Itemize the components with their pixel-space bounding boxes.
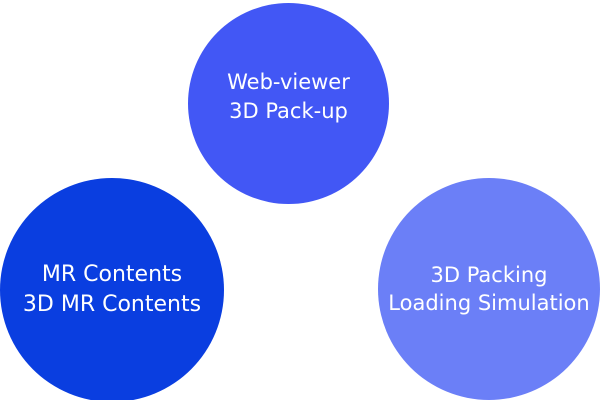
mr-contents-title: MR Contents xyxy=(41,262,183,288)
3d-packing-title: 3D Packing xyxy=(430,262,548,287)
web-viewer-circle: Web-viewer 3D Pack-up xyxy=(188,3,389,204)
mr-contents-subtitle: 3D MR Contents xyxy=(22,292,202,317)
web-viewer-title: Web-viewer xyxy=(227,70,350,95)
mr-contents-circle: MR Contents 3D MR Contents xyxy=(0,178,224,400)
3d-packing-subtitle: Loading Simulation xyxy=(388,291,590,315)
3d-packing-circle: 3D Packing Loading Simulation xyxy=(378,178,600,400)
web-viewer-subtitle: 3D Pack-up xyxy=(229,98,348,123)
